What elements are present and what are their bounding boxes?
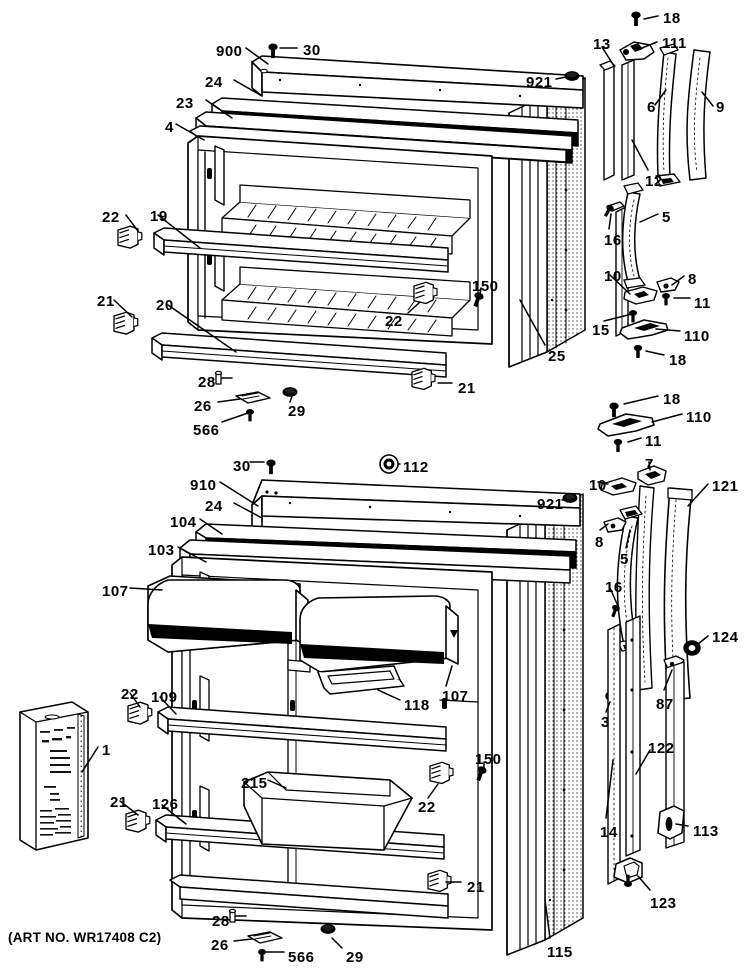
- callout-28-upper: 28: [198, 374, 216, 391]
- callout-124: 124: [712, 629, 739, 646]
- callout-1: 1: [102, 742, 111, 759]
- callout-19: 19: [150, 208, 168, 225]
- callout-24: 24: [205, 74, 223, 91]
- callout-107-right: 107: [442, 688, 469, 705]
- callout-14: 14: [600, 824, 618, 841]
- callout-111: 111: [662, 35, 687, 52]
- callout-29-lower: 29: [346, 949, 364, 966]
- callout-10-lower: 10: [589, 477, 607, 494]
- art-number-caption: (ART NO. WR17408 C2): [8, 930, 162, 945]
- callout-25: 25: [548, 348, 566, 365]
- callout-7: 7: [645, 456, 654, 473]
- callout-16-upper: 16: [604, 232, 622, 249]
- callout-26-lower: 26: [211, 937, 229, 954]
- callout-15: 15: [592, 322, 610, 339]
- callout-112: 112: [403, 459, 429, 476]
- callout-6: 6: [647, 99, 656, 116]
- callout-22-upper-inner: 22: [385, 313, 403, 330]
- callout-11-upper: 11: [694, 295, 711, 312]
- callout-110-upper: 110: [684, 328, 710, 345]
- callout-8-lower: 8: [595, 534, 604, 551]
- callout-30-lower: 30: [233, 458, 251, 475]
- callout-22-upper-left: 22: [102, 209, 120, 226]
- callout-121: 121: [712, 478, 739, 495]
- callout-10-upper: 10: [604, 268, 622, 285]
- callout-104: 104: [170, 514, 197, 531]
- callout-22-lower-inner: 22: [418, 799, 436, 816]
- callout-28-lower: 28: [212, 913, 230, 930]
- callout-21-lower-inner: 21: [467, 879, 485, 896]
- callout-9: 9: [716, 99, 725, 116]
- callout-22-lower-left: 22: [121, 686, 139, 703]
- callout-566-lower: 566: [288, 949, 315, 966]
- callout-8-upper: 8: [688, 271, 697, 288]
- callout-150-upper: 150: [472, 278, 499, 295]
- callout-21-upper-left: 21: [97, 293, 115, 310]
- callout-109: 109: [151, 689, 178, 706]
- callout-921-lower: 921: [537, 496, 564, 513]
- callout-23: 23: [176, 95, 194, 112]
- callout-103: 103: [148, 542, 175, 559]
- callout-12: 12: [645, 173, 663, 190]
- callout-107-left: 107: [102, 583, 129, 600]
- callout-150-lower: 150: [475, 751, 502, 768]
- callout-87: 87: [656, 696, 674, 713]
- callout-30: 30: [303, 42, 321, 59]
- callout-11-lower: 11: [645, 433, 662, 450]
- callout-910: 910: [190, 477, 217, 494]
- callout-4: 4: [165, 119, 174, 136]
- callout-18-top: 18: [663, 10, 681, 27]
- callout-115: 115: [547, 944, 573, 961]
- callout-24-lower: 24: [205, 498, 223, 515]
- callout-26-upper: 26: [194, 398, 212, 415]
- callout-113: 113: [693, 823, 719, 840]
- callout-5-lower: 5: [620, 551, 629, 568]
- callout-18-lower-top: 18: [663, 391, 681, 408]
- callout-900: 900: [216, 43, 243, 60]
- callout-3: 3: [601, 714, 610, 731]
- callout-20: 20: [156, 297, 174, 314]
- callout-126: 126: [152, 796, 179, 813]
- callout-29-upper: 29: [288, 403, 306, 420]
- callout-5-upper: 5: [662, 209, 671, 226]
- callout-18-upper-bottom: 18: [669, 352, 687, 369]
- callout-566-upper: 566: [193, 422, 220, 439]
- callout-13: 13: [593, 36, 611, 53]
- callout-21-lower-left: 21: [110, 794, 128, 811]
- callout-921-upper: 921: [526, 74, 553, 91]
- callout-16-lower: 16: [605, 579, 623, 596]
- callout-21-upper-inner: 21: [458, 380, 476, 397]
- callout-110-lower: 110: [686, 409, 712, 426]
- callout-118: 118: [404, 697, 430, 714]
- callout-215: 215: [241, 775, 268, 792]
- callout-122: 122: [648, 740, 675, 757]
- callout-123: 123: [650, 895, 677, 912]
